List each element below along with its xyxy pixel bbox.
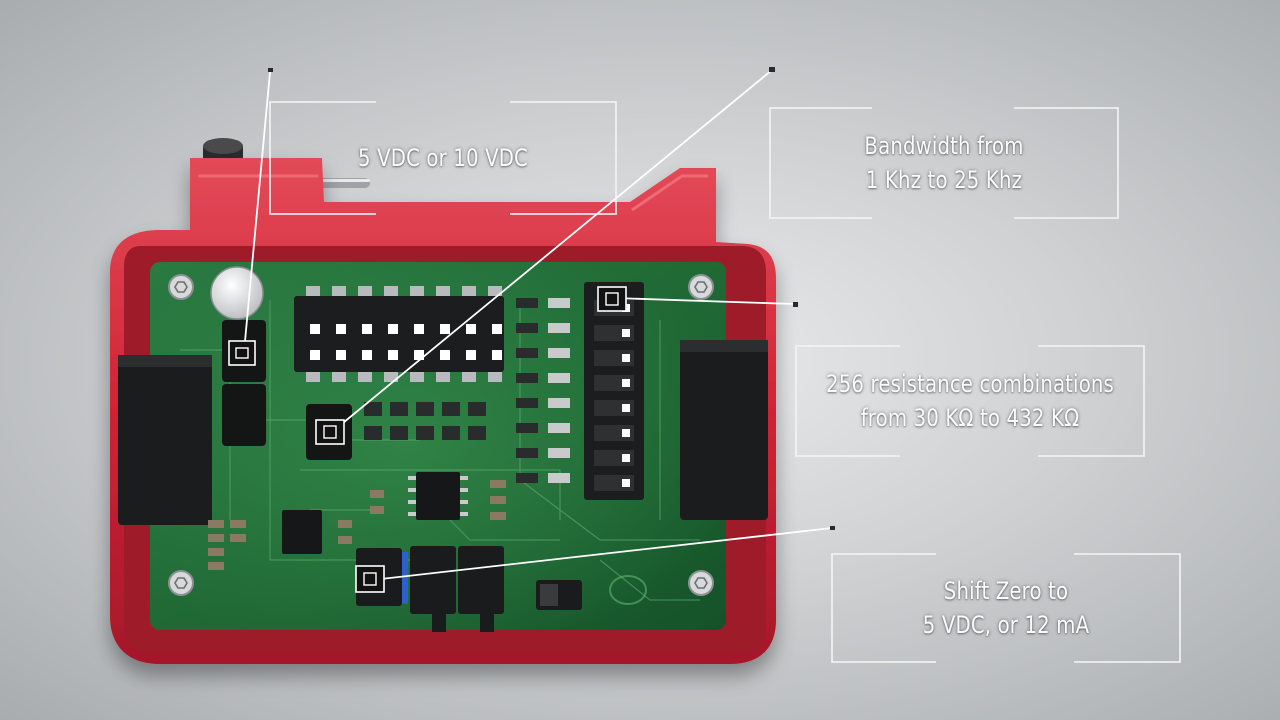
callout-frames bbox=[269, 101, 1181, 663]
bandwidth-line-2: 1 Khz to 25 Khz bbox=[865, 166, 1023, 194]
dip-switch-keys bbox=[310, 324, 502, 360]
circuit-board bbox=[118, 262, 768, 632]
target-markers bbox=[228, 286, 627, 593]
shift-zero-line-2: 5 VDC, or 12 mA bbox=[922, 611, 1090, 639]
bandwidth-callout: Bandwidth from 1 Khz to 25 Khz bbox=[801, 108, 1086, 218]
leader-lines bbox=[243, 69, 833, 581]
resistance-callout: 256 resistance combinations from 30 KΩ t… bbox=[795, 346, 1146, 456]
shift-zero-line-1: Shift Zero to bbox=[943, 577, 1069, 605]
excitation-text: 5 VDC or 10 VDC bbox=[358, 144, 528, 172]
bandwidth-line-1: Bandwidth from bbox=[864, 132, 1024, 160]
resistance-line-1: 256 resistance combinations bbox=[826, 370, 1114, 398]
resistance-line-2: from 30 KΩ to 432 KΩ bbox=[860, 404, 1080, 432]
excitation-callout: 5 VDC or 10 VDC bbox=[301, 102, 585, 214]
shift-zero-callout: Shift Zero to 5 VDC, or 12 mA bbox=[863, 554, 1148, 662]
